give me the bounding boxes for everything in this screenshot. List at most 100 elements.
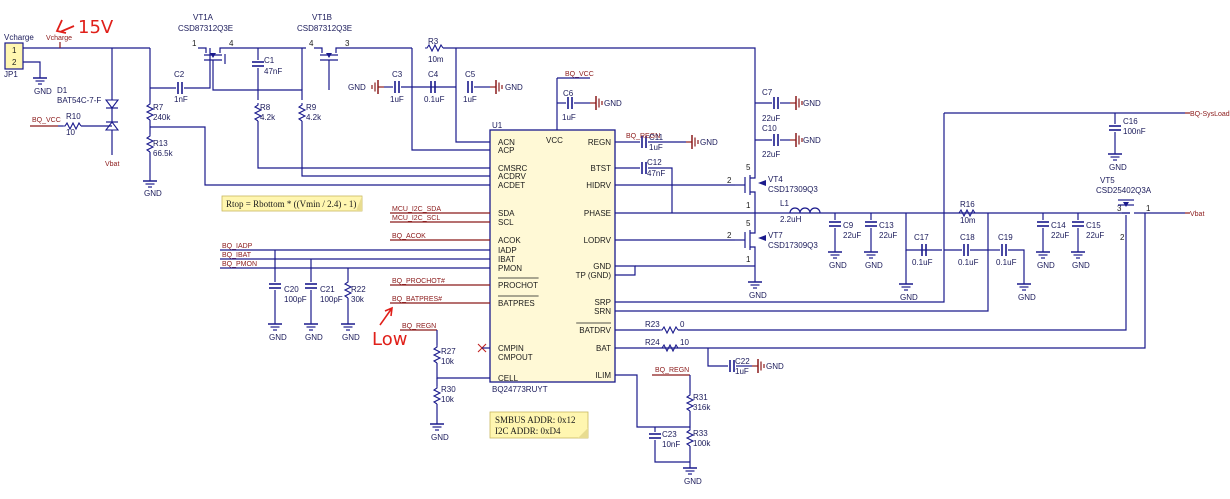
r31-ref: R31 xyxy=(693,393,708,402)
note-address: SMBUS ADDR: 0x12 I2C ADDR: 0xD4 xyxy=(489,411,589,439)
ic-pin-label: CELL xyxy=(498,374,519,383)
svg-text:2: 2 xyxy=(727,231,732,240)
net-prochot: BQ_PROCHOT# xyxy=(392,278,445,285)
connector-pin1: 1 xyxy=(12,46,17,55)
vt4-value: CSD17309Q3 xyxy=(768,185,818,194)
diode-d1[interactable]: D1 BAT54C-7-F Vbat xyxy=(57,48,119,168)
net-pmon: BQ_PMON xyxy=(222,261,257,268)
c3-value: 1uF xyxy=(390,95,404,104)
ic-pin-label: IBAT xyxy=(498,255,515,264)
c22-ref: C22 xyxy=(735,357,750,366)
r9-ref: R9 xyxy=(306,103,317,112)
ic-pin-label: ACP xyxy=(498,146,514,155)
gnd-label: GND xyxy=(1018,293,1036,302)
connector-ref: JP1 xyxy=(4,70,18,79)
r8-ref: R8 xyxy=(260,103,271,112)
net-vcharge: Vcharge xyxy=(46,35,72,42)
svg-text:5: 5 xyxy=(746,163,751,172)
vt5-value: CSD25402Q3A xyxy=(1096,186,1152,195)
connector-jp1[interactable]: Vcharge 1 2 JP1 xyxy=(4,33,34,79)
net-vbat: Vbat xyxy=(1190,211,1204,218)
ic-pin-label: SCL xyxy=(498,218,514,227)
net-bq-regn-1: BQ_REGN xyxy=(626,133,660,140)
ic-pin-label: HIDRV xyxy=(586,181,611,190)
ic-pin-label: PHASE xyxy=(584,209,611,218)
vt1b-ref: VT1B xyxy=(312,13,332,22)
ic-pin-label: CMPIN xyxy=(498,344,524,353)
r13-value: 66.5k xyxy=(153,149,174,158)
gnd-label: GND xyxy=(305,333,323,342)
c18-value: 0.1uF xyxy=(958,258,979,267)
gnd-label: GND xyxy=(1109,163,1127,172)
c23-value: 10nF xyxy=(662,440,680,449)
r30-ref: R30 xyxy=(441,385,456,394)
note-i2c-text: I2C ADDR: 0xD4 xyxy=(495,426,561,436)
c7-value: 22uF xyxy=(762,114,780,123)
svg-text:4: 4 xyxy=(229,39,234,48)
c1-value: 47nF xyxy=(264,67,282,76)
ic-pin-vcc: VCC xyxy=(546,136,563,145)
ic-pin-label: BAT xyxy=(596,344,611,353)
mosfet-vt4[interactable]: 2 51 VT4 CSD17309Q3 xyxy=(727,163,818,213)
r33-value: 100k xyxy=(693,439,711,448)
gnd-label: GND xyxy=(749,291,767,300)
r3-value: 10m xyxy=(428,55,444,64)
vt5-ref: VT5 xyxy=(1100,176,1115,185)
ic-pin-label: SRN xyxy=(594,307,611,316)
r24-value: 10 xyxy=(680,338,689,347)
ic-pin-label: CMSRC xyxy=(498,164,528,173)
r33-ref: R33 xyxy=(693,429,708,438)
net-bq-vcc-top: BQ_VCC xyxy=(565,71,594,78)
c10-value: 22uF xyxy=(762,150,780,159)
r8-value: 4.2k xyxy=(260,113,276,122)
vt1a-ref: VT1A xyxy=(193,13,214,22)
ic-pin-label: ACN xyxy=(498,138,515,147)
ic-pin-label: BATPRES xyxy=(498,299,535,308)
c6-value: 1uF xyxy=(562,113,576,122)
r22-ref: R22 xyxy=(351,285,366,294)
c9-value: 22uF xyxy=(843,231,861,240)
ic-pin-label: ACDRV xyxy=(498,172,527,181)
ic-pin-label: REGN xyxy=(588,138,611,147)
connector-title: Vcharge xyxy=(4,33,34,42)
gnd-label: GND xyxy=(269,333,287,342)
gnd-label: GND xyxy=(684,477,702,486)
vt4-ref: VT4 xyxy=(768,175,783,184)
r13-ref: R13 xyxy=(153,139,168,148)
c22-value: 1uF xyxy=(735,367,749,376)
ic-pin-label: SRP xyxy=(595,298,611,307)
gnd-label: GND xyxy=(766,362,784,371)
c3-ref: C3 xyxy=(392,70,403,79)
note-rtop: Rtop = Rbottom * ((Vmin / 2.4) - 1) xyxy=(221,195,363,212)
inductor-l1[interactable]: L1 2.2uH xyxy=(780,199,821,224)
ic-u1[interactable]: U1 VCC BQ24773RUYT ACNACPCMSRCACDRVACDET… xyxy=(489,121,616,394)
gnd-label: GND xyxy=(900,293,918,302)
r31-value: 316k xyxy=(693,403,711,412)
note-smbus-text: SMBUS ADDR: 0x12 xyxy=(495,415,576,425)
r16-value: 10m xyxy=(960,216,976,225)
c20-ref: C20 xyxy=(284,285,299,294)
mosfet-vt7[interactable]: 2 51 VT7 CSD17309Q3 xyxy=(727,213,818,276)
gnd-label: GND xyxy=(803,99,821,108)
c18-ref: C18 xyxy=(960,233,975,242)
c4-value: 0.1uF xyxy=(424,95,445,104)
c11-value: 1uF xyxy=(649,143,663,152)
r23-ref: R23 xyxy=(645,320,660,329)
gnd-label: GND xyxy=(829,261,847,270)
annotation-15v-text: 15V xyxy=(78,17,114,38)
r27-value: 10k xyxy=(441,357,455,366)
gnd-label: GND xyxy=(348,83,366,92)
r3-ref: R3 xyxy=(428,37,439,46)
ic-pin-label: PROCHOT xyxy=(498,281,538,290)
net-batpres: BQ_BATPRES# xyxy=(392,296,442,303)
svg-text:1: 1 xyxy=(746,201,751,210)
r7-ref: R7 xyxy=(153,103,164,112)
gnd-label: GND xyxy=(1072,261,1090,270)
r16-ref: R16 xyxy=(960,200,975,209)
net-ibat: BQ_IBAT xyxy=(222,252,252,259)
gnd-label: GND xyxy=(505,83,523,92)
